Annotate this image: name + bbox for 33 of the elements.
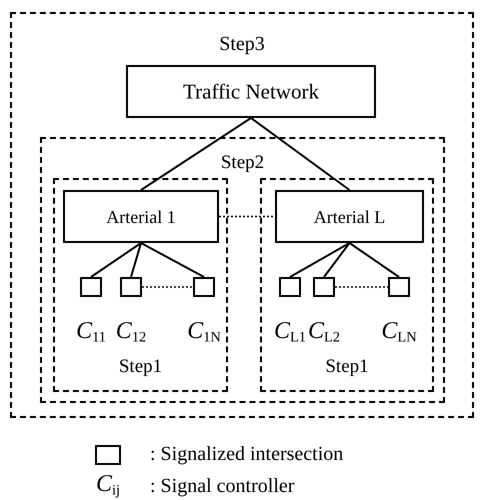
connector-line [130,242,142,278]
step-group-box [260,178,434,392]
step-label: Step3 [219,34,265,54]
controller-label: C$_{LN}$ [381,319,417,345]
controller-label: C$_{L2}$ [308,319,340,345]
step-label: Step1 [325,357,369,376]
process-box [275,190,424,243]
legend-text: : Signal controller [150,476,294,496]
connector-line [348,242,400,278]
controller-label: C$_{11}$ [76,319,106,345]
node-label: Traffic Network [183,81,319,102]
connector-line [140,117,252,191]
step-label: Step2 [220,153,264,172]
node-label: Arterial 1 [106,208,176,226]
legend-text: : Signalized intersection [150,444,344,464]
process-box [63,190,219,243]
controller-label: C$_{12}$ [116,319,146,345]
connector-line [90,242,142,278]
process-box [126,65,376,118]
connector-line [290,242,350,278]
node-label: Arterial L [314,208,386,226]
connector-line [140,242,204,278]
dotted-connector [142,286,193,288]
dotted-connector [219,216,275,218]
controller-label: C$_{1N}$ [187,319,221,345]
step-label: Step1 [118,357,162,376]
step-group-box [40,137,445,403]
controller-label: C$_{L1}$ [274,319,306,345]
step-group-box [53,178,228,392]
step-group-box [10,12,474,418]
dotted-connector [335,286,388,288]
legend-symbol: C$_{ij}$ [96,472,120,498]
connector-line [323,242,350,278]
